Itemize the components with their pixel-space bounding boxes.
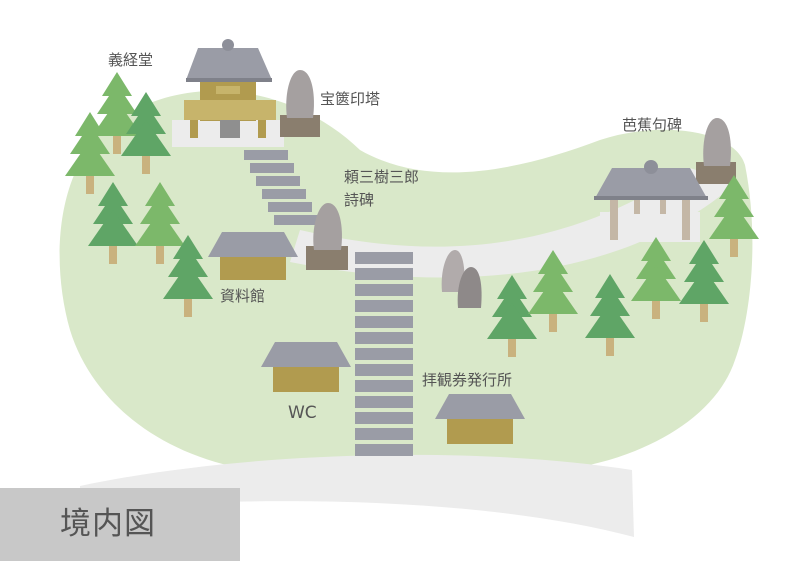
label-shiryokan: 資料館 [220, 287, 265, 305]
twin-stones [441, 250, 482, 308]
basho-pavilion [594, 160, 708, 242]
approach-road [80, 454, 634, 537]
map-title: 境内図 [60, 506, 156, 542]
map-title-banner: 境内図 [0, 488, 240, 561]
upper-path [290, 168, 736, 278]
upper-stairs [244, 150, 318, 225]
label-wc: WC [288, 403, 317, 423]
shiryokan-building [208, 232, 298, 280]
label-yoshitsune-do: 義経堂 [108, 51, 153, 69]
label-hokyoin-to: 宝篋印塔 [320, 90, 380, 108]
label-basho-kuhi: 芭蕉句碑 [622, 116, 682, 134]
hokyoin-to-stone [280, 70, 320, 137]
rai-sanjuro-stone [306, 203, 348, 270]
label-rai-sanjuro-1: 頼三樹三郎 [344, 168, 419, 186]
label-ticket-office: 拝観券発行所 [422, 371, 512, 389]
main-stairs [355, 252, 413, 456]
wc-building [261, 342, 351, 392]
yoshitsune-do-hall [184, 39, 276, 138]
label-rai-sanjuro-2: 詩碑 [344, 191, 374, 209]
basho-kuhi-stone [696, 118, 736, 184]
ticket-office-building [435, 394, 525, 444]
